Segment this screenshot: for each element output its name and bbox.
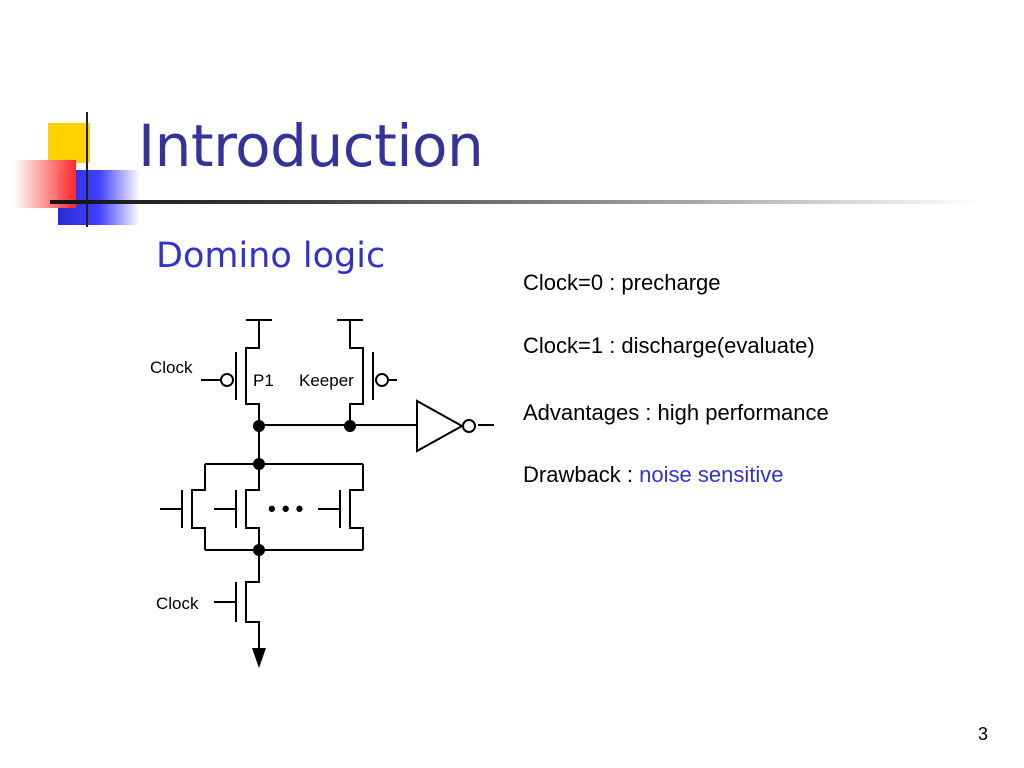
slide-subtitle: Domino logic — [156, 236, 386, 276]
bullet-clock-0: Clock=0 : precharge — [523, 270, 721, 295]
bullet-drawback: Drawback : noise sensitive — [523, 462, 783, 488]
label-p1: P1 — [253, 371, 274, 390]
p1-gate-bubble — [220, 373, 234, 387]
junction-dot-network-bottom — [253, 544, 265, 556]
slide-title: Introduction — [138, 112, 484, 180]
bullet-drawback-label: Drawback : — [523, 462, 640, 487]
inverter-output-bubble — [462, 419, 476, 433]
logo-vertical-line — [86, 112, 88, 227]
bullet-advantages: Advantages : high performance — [523, 400, 829, 425]
page-number: 3 — [978, 724, 989, 744]
label-clock-bottom: Clock — [156, 594, 199, 613]
ground-arrow — [252, 648, 266, 668]
bullet-clock-1: Clock=1 : discharge(evaluate) — [523, 333, 815, 358]
title-underline — [50, 200, 980, 204]
junction-dot-keeper — [344, 420, 356, 432]
logo-yellow-square — [48, 123, 90, 163]
inverter-triangle — [416, 399, 465, 453]
keeper-gate-bubble — [375, 373, 389, 387]
label-keeper: Keeper — [299, 371, 354, 390]
label-ellipsis: • • • — [268, 496, 303, 521]
bullet-drawback-highlight: noise sensitive — [639, 462, 784, 487]
junction-dot-dynamic-node — [253, 420, 265, 432]
circuit-wires — [160, 319, 494, 650]
junction-dot-network-top — [253, 458, 265, 470]
label-clock-top: Clock — [150, 358, 193, 377]
